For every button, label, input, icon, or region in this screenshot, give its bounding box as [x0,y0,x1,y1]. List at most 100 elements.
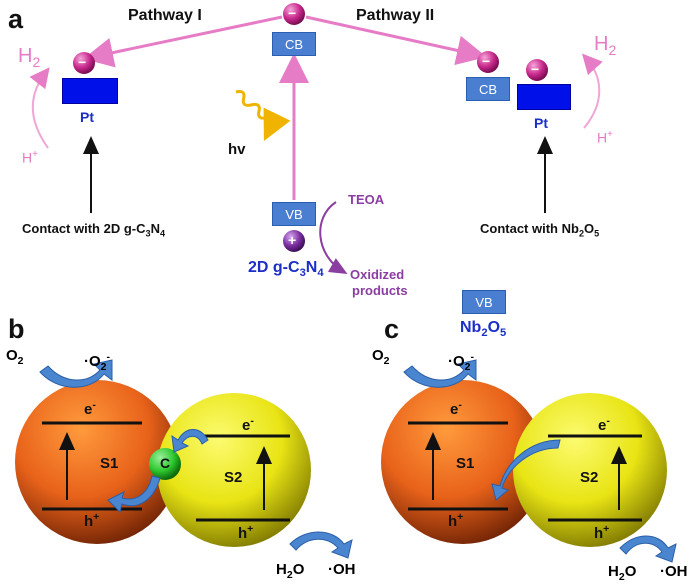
h2-left-h: H [18,45,33,67]
vb-nb-box: VB [462,290,506,314]
electron-symbol-top: − [288,5,297,21]
electron-pt-right [526,59,548,81]
pathway-2-label: Pathway II [356,7,435,24]
hplus-left-sup: + [32,149,38,160]
nb-text: Nb [460,319,482,336]
gcn-sub1: 3 [299,267,306,280]
hv-text: hv [228,141,246,158]
electron-label-s2-c: e- [598,416,610,433]
superoxide-c-sub: 2 [464,361,471,373]
teoa-oxidation-arrow [319,201,348,274]
hplus-right-sup: + [607,129,613,140]
electron-symbol-pt-right: − [531,61,540,77]
cb-nb-box: CB [466,77,510,101]
contact-left-n: N [150,221,160,236]
hole-symbol: + [288,232,297,248]
electron-label-s2-b: e- [242,416,254,433]
light-wave-arrow [235,90,291,142]
s2-to-s1-arrow-c [491,439,561,501]
gcn-text: 2D g-C [248,259,300,276]
e2-c: e [598,417,607,434]
s2-to-c-arrow-b [171,429,209,453]
vb-box-label: VB [285,206,303,222]
oxidized-label: Oxidized [350,267,405,282]
h2o-c-o: O [624,563,637,580]
electron-label-s1-b: e- [84,400,96,417]
superoxide-c-text: ·O [448,353,465,370]
cb-box: CB [272,32,316,56]
h2o-b-o: O [292,561,305,578]
contact-label-left: Contact with 2D g-C3N4 [22,222,165,239]
hole-label-s2-c: h+ [594,524,609,541]
pt-label-left: Pt [80,109,94,125]
h2o-oxidation-arrow-b [289,531,353,559]
e1-c: e [450,401,459,418]
hv-label: hv [228,142,246,157]
electron-symbol-cb-right: − [482,53,491,69]
h2o-c-h: H [608,563,619,580]
contact-right-sub2: 5 [594,228,600,239]
c-label-b: C [160,455,171,471]
e1-b-sup: - [92,399,96,411]
o2-c-o: O [372,347,384,364]
electron-pt-left [73,52,95,74]
e2-c-sup: - [606,415,610,427]
h2o-b-h: H [276,561,287,578]
s2-label-c: S2 [580,469,599,486]
hole-label-s1-b: h+ [84,512,99,529]
electron-symbol-pt-left: − [78,54,87,70]
superoxide-b-text: ·O [84,353,101,370]
hplus-right-h: H [597,129,608,146]
hole-label-s1-c: h+ [448,512,463,529]
vb-box: VB [272,202,316,226]
e1-b: e [84,401,93,418]
h1-c: h [448,513,458,530]
pt-box-right [517,84,571,110]
teoa-label: TEOA [348,192,385,207]
electron-cb-right [477,51,499,73]
superoxide-c-sup: - [470,351,475,363]
contact-right-text: Contact with Nb [480,221,579,236]
h2-b-sup: + [247,523,254,535]
hole-label-s2-b: h+ [238,524,253,541]
h1-b-sup: + [93,511,100,523]
nb2o5-label: Nb2O5 [460,320,506,339]
contact-left-sub2: 4 [159,228,166,239]
h2-c: h [594,525,604,542]
h2o-oxidation-arrow-c [619,535,677,563]
superoxide-label-c: ·O2- [448,352,474,373]
pt-label-right: Pt [534,115,548,131]
h2-label-right: H2 [594,34,616,57]
sphere-s2-c [513,393,667,547]
nb-sub2: 5 [500,327,507,340]
panel-label-b: b [8,314,25,344]
pathway-1-arrow [83,15,283,68]
pathway-1-label: Pathway I [128,7,202,24]
pt-box-left [62,78,118,104]
panel-label-a: a [8,4,24,34]
vb-nb-box-label: VB [475,294,493,310]
gcn-n: N [305,259,318,276]
h2-b: h [238,525,248,542]
superoxide-b-sub: 2 [100,361,107,373]
h2-right-h: H [594,33,609,55]
h2o-label-b: H2O [276,562,304,581]
products-label: products [352,283,408,298]
sphere-c-b [149,448,181,480]
s1-label-c: S1 [456,455,475,472]
pathway-2-arrow [305,15,487,66]
contact-left-sub1: 3 [145,228,151,239]
cb-nb-box-label: CB [478,81,498,97]
superoxide-label-b: ·O2- [84,352,110,373]
o2-b-sub: 2 [17,355,24,367]
left-h2-curve-arrow [29,67,50,149]
o2-b-o: O [6,347,18,364]
e1-c-sup: - [458,399,462,411]
electron-cb-top [283,3,305,25]
right-h2-curve-arrow [581,53,603,129]
oh-label-c: ·OH [660,563,688,580]
hole-vb [283,230,305,252]
gcn-sub2: 4 [317,267,324,280]
